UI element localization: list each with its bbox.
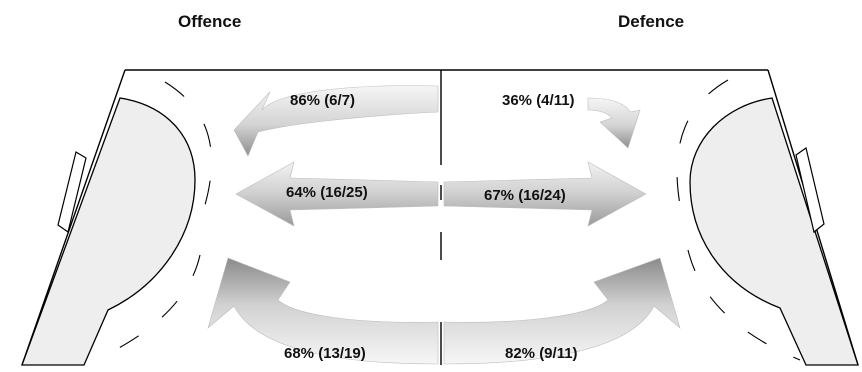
arrow-top-left — [233, 85, 439, 157]
arrow-label-bottom-right: 82% (9/11) — [505, 345, 578, 362]
arrow-bottom-right — [443, 257, 681, 365]
left-free-throw-line — [164, 81, 213, 206]
arrow-label-top-left: 86% (6/7) — [290, 92, 355, 109]
right-goal — [795, 147, 825, 234]
arrow-top-right — [587, 97, 641, 149]
court-left-sideline — [21, 69, 126, 366]
left-goal — [57, 151, 87, 233]
arrow-label-bottom-left: 68% (13/19) — [284, 345, 366, 362]
arrow-label-middle-right: 67% (16/24) — [484, 187, 566, 204]
arrow-middle-right — [443, 161, 647, 227]
defence-heading: Defence — [618, 12, 685, 31]
arrow-label-top-right: 36% (4/11) — [502, 92, 575, 109]
arrow-label-middle-left: 64% (16/25) — [286, 184, 368, 201]
arrow-middle-left — [235, 161, 439, 227]
right-free-throw-line — [676, 79, 729, 206]
right-goal-area — [676, 79, 859, 366]
left-goal-area — [21, 81, 213, 366]
offence-heading: Offence — [178, 12, 242, 31]
arrow-bottom-left — [207, 257, 439, 365]
